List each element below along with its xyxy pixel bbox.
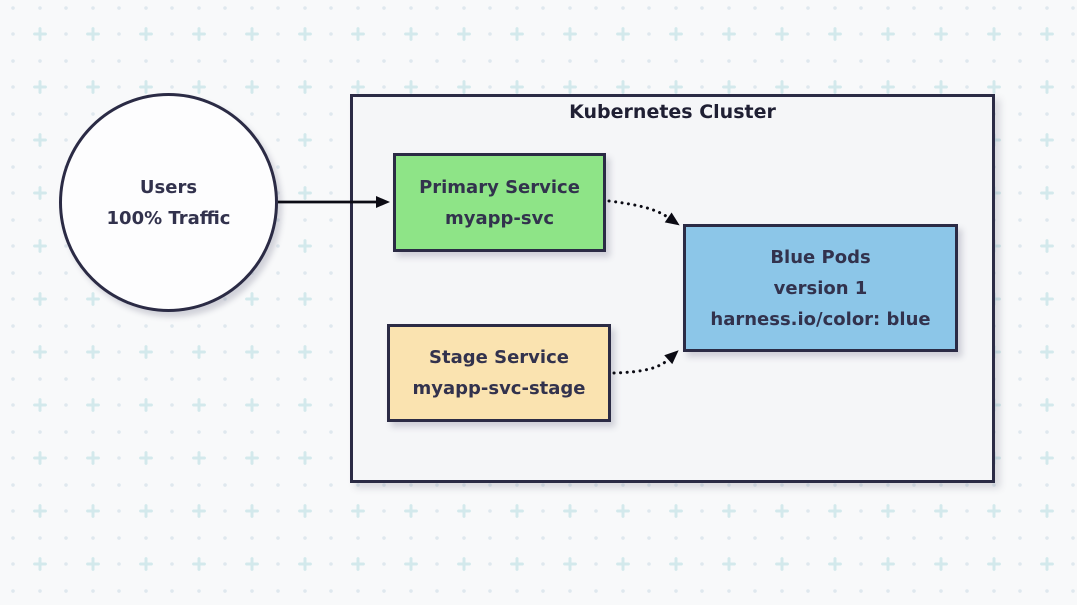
node-users-line2: 100% Traffic [106,207,231,229]
node-primary-service: Primary Service myapp-svc [393,153,606,252]
node-primary-service-line2: myapp-svc [445,207,554,229]
node-users-line1: Users [139,176,198,198]
node-stage-service: Stage Service myapp-svc-stage [387,324,611,422]
cluster-title: Kubernetes Cluster [569,101,776,123]
node-blue-pods-line1: Blue Pods [770,246,871,268]
node-blue-pods: Blue Pods version 1 harness.io/color: bl… [683,224,958,352]
node-users: Users 100% Traffic [59,93,278,312]
node-stage-service-line1: Stage Service [429,347,569,368]
node-stage-service-line2: myapp-svc-stage [412,378,586,399]
node-blue-pods-line3: harness.io/color: blue [710,308,931,330]
node-primary-service-line1: Primary Service [419,176,580,198]
node-blue-pods-line2: version 1 [773,277,868,299]
